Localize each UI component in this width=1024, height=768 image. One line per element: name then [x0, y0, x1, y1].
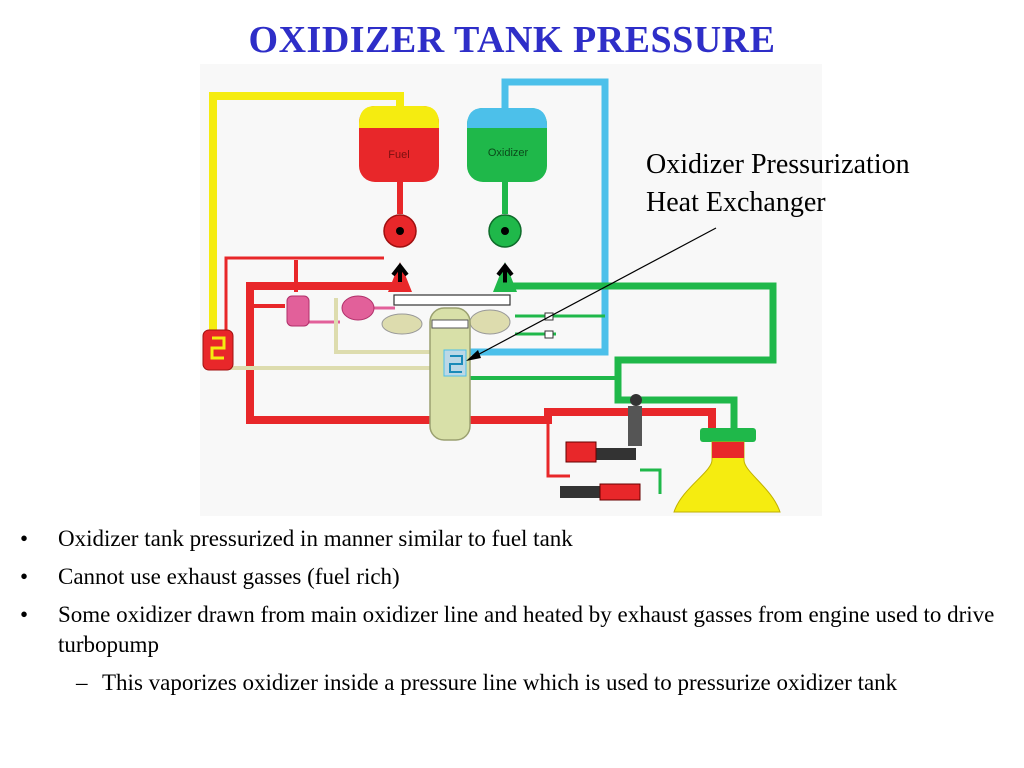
sub-bullet-text: This vaporizes oxidizer inside a pressur…	[102, 670, 898, 695]
bullet-item: • Cannot use exhaust gasses (fuel rich)	[18, 562, 1008, 592]
fuel-tank-label: Fuel	[388, 149, 409, 161]
main-fuel-line	[246, 282, 716, 432]
callout-arrowhead	[466, 350, 481, 361]
oxidizer-pressurant-line	[460, 78, 609, 356]
oxidizer-valve-dot	[501, 227, 509, 235]
bullet-item: • Some oxidizer drawn from main oxidizer…	[18, 600, 1008, 660]
sub-bullet-item: – This vaporizes oxidizer inside a press…	[18, 668, 1008, 698]
oxidizer-tank-label: Oxidizer	[488, 147, 529, 159]
ox-hx-coil	[449, 355, 463, 373]
turbine-flange	[431, 319, 469, 329]
callout-line-1: Oxidizer Pressurization	[646, 149, 910, 180]
sub-bullet-mark: –	[76, 670, 88, 695]
callout-line-2: Heat Exchanger	[646, 187, 826, 218]
fuel-pressurant-line	[209, 92, 404, 335]
oxidizer-tank	[467, 108, 547, 182]
main-oxidizer-line	[501, 282, 777, 428]
turbopump-shaft	[393, 294, 511, 306]
turbine-housing	[381, 313, 423, 335]
gas-generator	[286, 295, 310, 327]
rocket-engine	[673, 428, 781, 513]
fuel-hx-coil	[210, 336, 226, 360]
fuel-valve-dot	[396, 227, 404, 235]
ox-branch-valve-2	[544, 330, 554, 339]
bullet-mark: •	[20, 526, 29, 551]
bullet-text: Oxidizer tank pressurized in manner simi…	[58, 526, 573, 551]
engine-schematic: Fuel Oxidizer	[202, 78, 781, 513]
bullet-item: • Oxidizer tank pressurized in manner si…	[18, 524, 1008, 554]
turbine-outlet	[469, 309, 511, 335]
fuel-tank	[359, 106, 439, 182]
slide-title: OXIDIZER TANK PRESSURE	[248, 19, 776, 61]
bullet-mark: •	[20, 602, 29, 627]
fuel-heat-exchanger	[202, 329, 234, 371]
gg-chamber	[341, 295, 375, 321]
bullet-mark: •	[20, 564, 29, 589]
heat-exchanger-callout: Oxidizer Pressurization Heat Exchanger	[646, 146, 910, 222]
fuel-thin-line	[224, 256, 384, 335]
callout-pointer	[467, 227, 717, 361]
engine-valve-assembly	[546, 394, 662, 501]
turbine-exhaust-line	[334, 298, 448, 354]
bullet-text: Cannot use exhaust gasses (fuel rich)	[58, 564, 400, 589]
schematic-svg: Fuel Oxidizer	[202, 78, 781, 513]
bullet-text: Some oxidizer drawn from main oxidizer l…	[58, 602, 995, 657]
bullet-list: • Oxidizer tank pressurized in manner si…	[18, 524, 1008, 698]
